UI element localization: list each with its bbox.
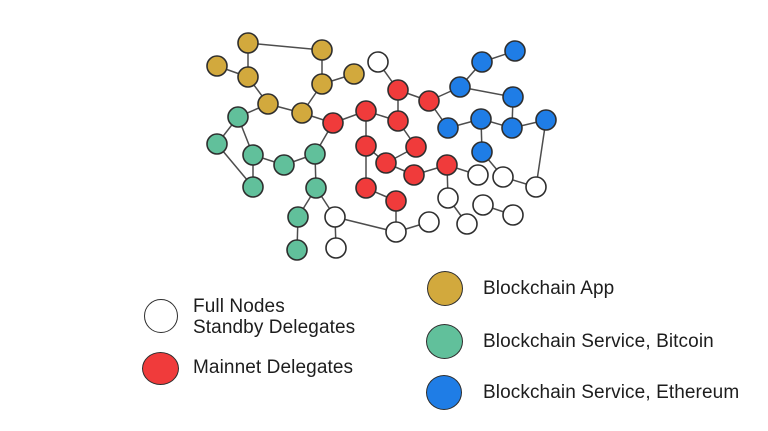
graph-node-T7 bbox=[305, 177, 327, 199]
graph-node-B2 bbox=[471, 51, 493, 73]
graph-node-R6 bbox=[405, 136, 427, 158]
graph-node-T1 bbox=[227, 106, 249, 128]
graph-edge-B8-W12 bbox=[535, 119, 547, 188]
graph-node-W4 bbox=[385, 221, 407, 243]
graph-node-R11 bbox=[355, 177, 377, 199]
full-nodes-label-line1: Full Nodes bbox=[193, 296, 285, 317]
graph-node-R10 bbox=[436, 154, 458, 176]
graph-node-T3 bbox=[242, 144, 264, 166]
service-ethereum-label: Blockchain Service, Ethereum bbox=[483, 382, 740, 403]
graph-node-R2 bbox=[355, 100, 377, 122]
graph-node-W5 bbox=[418, 211, 440, 233]
graph-node-R12 bbox=[385, 190, 407, 212]
graph-edge-Y1-Y2 bbox=[247, 42, 323, 51]
graph-node-Y6 bbox=[343, 63, 365, 85]
graph-node-W11 bbox=[492, 166, 514, 188]
full-node-swatch bbox=[144, 299, 178, 333]
graph-node-B5 bbox=[470, 108, 492, 130]
service-bitcoin-label: Blockchain Service, Bitcoin bbox=[483, 331, 714, 352]
graph-node-Y2 bbox=[311, 39, 333, 61]
blockchain-app-label: Blockchain App bbox=[483, 278, 615, 299]
graph-node-T2 bbox=[206, 133, 228, 155]
graph-node-W2 bbox=[324, 206, 346, 228]
graph-node-R8 bbox=[375, 152, 397, 174]
graph-node-R5 bbox=[387, 110, 409, 132]
graph-node-B9 bbox=[471, 141, 493, 163]
full-nodes-label: Full Nodes Standby Delegates bbox=[193, 296, 355, 338]
graph-node-B4 bbox=[502, 86, 524, 108]
graph-node-B6 bbox=[437, 117, 459, 139]
graph-node-R4 bbox=[418, 90, 440, 112]
graph-node-W7 bbox=[456, 213, 478, 235]
graph-node-W9 bbox=[472, 194, 494, 216]
graph-node-W6 bbox=[437, 187, 459, 209]
graph-node-W3 bbox=[325, 237, 347, 259]
blockchain-app-swatch bbox=[427, 271, 463, 306]
graph-node-T9 bbox=[286, 239, 308, 261]
graph-node-W8 bbox=[467, 164, 489, 186]
graph-node-Y1 bbox=[237, 32, 259, 54]
graph-node-W10 bbox=[502, 204, 524, 226]
service-ethereum-swatch bbox=[426, 375, 462, 410]
mainnet-delegates-label: Mainnet Delegates bbox=[193, 357, 354, 378]
full-nodes-label-line2: Standby Delegates bbox=[193, 317, 356, 338]
graph-node-W1 bbox=[367, 51, 389, 73]
service-bitcoin-swatch bbox=[426, 324, 463, 359]
graph-node-B8 bbox=[535, 109, 557, 131]
graph-node-T6 bbox=[242, 176, 264, 198]
mainnet-delegate-swatch bbox=[142, 352, 179, 385]
graph-node-R7 bbox=[355, 135, 377, 157]
graph-node-Y4 bbox=[237, 66, 259, 88]
graph-node-R1 bbox=[322, 112, 344, 134]
graph-node-T4 bbox=[273, 154, 295, 176]
graph-node-T5 bbox=[304, 143, 326, 165]
graph-node-Y7 bbox=[257, 93, 279, 115]
graph-node-Y5 bbox=[311, 73, 333, 95]
graph-node-T8 bbox=[287, 206, 309, 228]
graph-node-B3 bbox=[449, 76, 471, 98]
graph-node-R3 bbox=[387, 79, 409, 101]
graph-node-W12 bbox=[525, 176, 547, 198]
graph-node-B7 bbox=[501, 117, 523, 139]
graph-node-R9 bbox=[403, 164, 425, 186]
graph-node-Y8 bbox=[291, 102, 313, 124]
graph-node-B1 bbox=[504, 40, 526, 62]
graph-node-Y3 bbox=[206, 55, 228, 77]
